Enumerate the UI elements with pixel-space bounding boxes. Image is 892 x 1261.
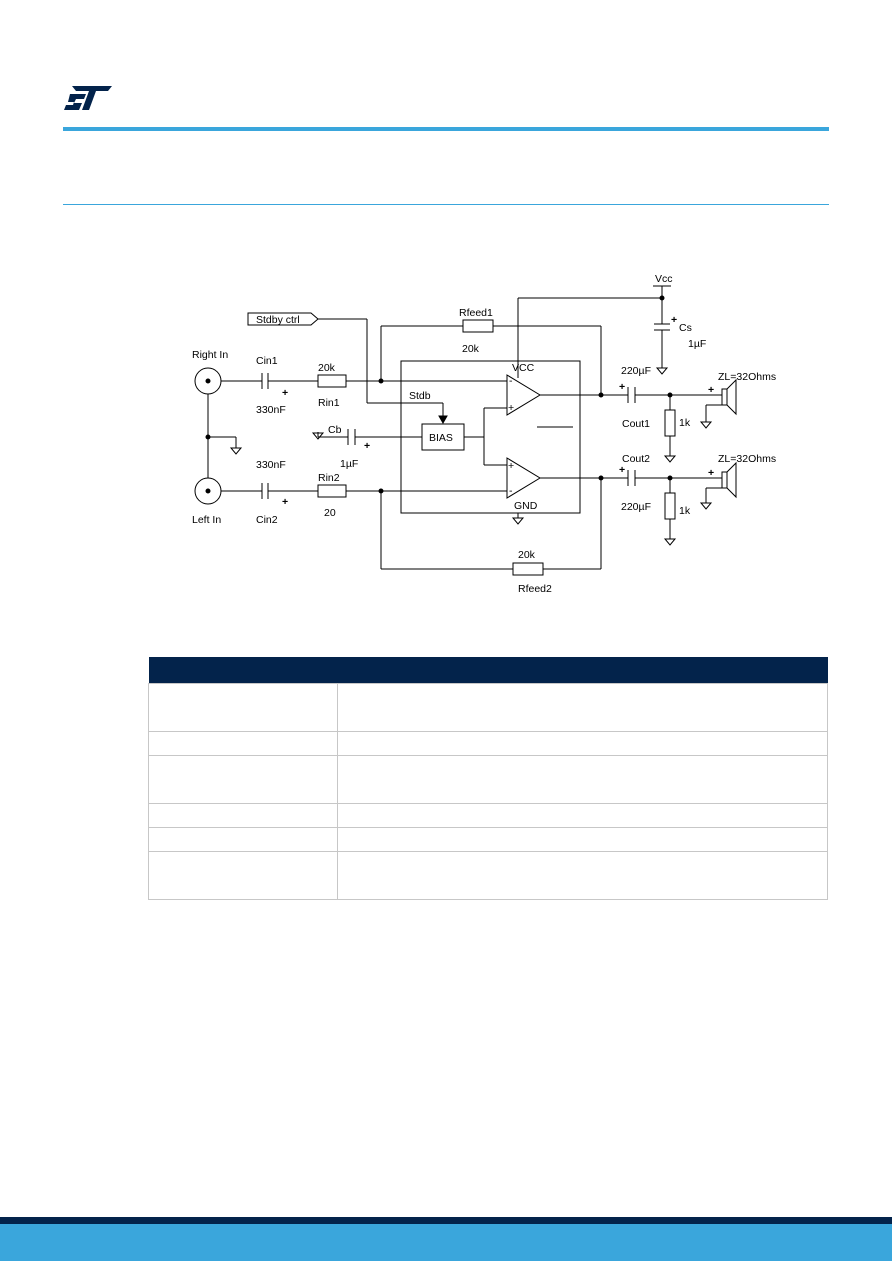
table-cell — [148, 683, 338, 732]
opamp-bottom-minus: - — [509, 485, 513, 497]
opamp-bottom — [506, 457, 541, 499]
opamp-bottom-plus: + — [508, 460, 514, 472]
table-header-row — [148, 657, 828, 684]
opamp-top-minus: - — [509, 375, 513, 387]
opamp-top — [506, 374, 541, 416]
plus-cb: + — [364, 440, 370, 452]
label-r1k-bottom: 1k — [679, 505, 691, 517]
plus-spk1: + — [708, 384, 714, 396]
label-vcc-pin: VCC — [512, 362, 535, 374]
footer-stripe — [0, 1217, 892, 1224]
plus-cin1: + — [282, 387, 288, 399]
label-stdby-ctrl: Stdby ctrl — [256, 314, 300, 326]
table-cell — [337, 731, 828, 756]
label-zl2: ZL=32Ohms — [718, 453, 776, 465]
table-header-cell — [148, 657, 338, 684]
table-row — [148, 851, 828, 900]
label-cout2: Cout2 — [622, 453, 650, 465]
table-row — [148, 731, 828, 756]
label-left-in: Left In — [192, 514, 221, 526]
table-cell — [337, 851, 828, 900]
table-row — [148, 683, 828, 732]
label-rfeed1: Rfeed1 — [459, 307, 493, 319]
info-table — [148, 657, 828, 900]
table-cell — [337, 755, 828, 804]
r1k-bottom — [664, 492, 676, 520]
plus-cin2: + — [282, 496, 288, 508]
plus-spk2: + — [708, 467, 714, 479]
table-cell — [337, 827, 828, 852]
label-cout1: Cout1 — [622, 418, 650, 430]
table-cell — [337, 803, 828, 828]
table-cell — [148, 755, 338, 804]
plus-cs: + — [671, 314, 677, 326]
rin1-resistor — [317, 374, 347, 388]
label-bias: BIAS — [429, 432, 453, 444]
label-gnd: GND — [514, 500, 538, 512]
table-row — [148, 803, 828, 828]
label-cin2-value: 330nF — [256, 459, 286, 471]
label-vcc: Vcc — [655, 273, 673, 285]
chip-box — [400, 360, 581, 514]
label-cout1-cap: 220µF — [621, 365, 651, 377]
table-row — [148, 827, 828, 852]
table-header-cell — [337, 657, 828, 684]
label-cb: Cb — [328, 424, 342, 436]
label-rin1-value: 20k — [318, 362, 336, 374]
table-cell — [148, 851, 338, 900]
label-cout2-cap: 220µF — [621, 501, 651, 513]
label-right-in: Right In — [192, 349, 228, 361]
plus-cout1: + — [619, 381, 625, 393]
label-zl1: ZL=32Ohms — [718, 371, 776, 383]
footer-band — [0, 1224, 892, 1261]
rin2-resistor — [317, 484, 347, 498]
rfeed2-resistor — [512, 562, 544, 576]
table-cell — [148, 803, 338, 828]
header-rule — [63, 127, 829, 131]
amplifier-schematic: Right In Left In Cin1 330nF 330nF Cin2 2… — [192, 273, 776, 595]
plus-cout2: + — [619, 464, 625, 476]
label-cin1: Cin1 — [256, 355, 278, 367]
section-rule — [63, 204, 829, 205]
table-row — [148, 755, 828, 804]
r1k-top — [664, 409, 676, 437]
label-cs-value: 1µF — [688, 338, 706, 350]
stdby-ctrl-pin — [247, 312, 319, 326]
label-cs: Cs — [679, 322, 692, 334]
st-logo-icon — [64, 86, 112, 110]
label-rin2-value: 20 — [324, 507, 336, 519]
label-r1k-top: 1k — [679, 417, 691, 429]
opamp-top-plus: + — [508, 402, 514, 414]
speaker1 — [721, 388, 728, 406]
table-cell — [148, 731, 338, 756]
label-rin1: Rin1 — [318, 397, 340, 409]
table-cell — [148, 827, 338, 852]
table-cell — [337, 683, 828, 732]
rfeed1-resistor — [462, 319, 494, 333]
label-cin1-value: 330nF — [256, 404, 286, 416]
label-cin2: Cin2 — [256, 514, 278, 526]
label-rfeed2-value: 20k — [518, 549, 536, 561]
label-rfeed1-value: 20k — [462, 343, 480, 355]
label-rfeed2: Rfeed2 — [518, 583, 552, 595]
label-stdb: Stdb — [409, 390, 431, 402]
label-cb-value: 1µF — [340, 458, 358, 470]
label-rin2: Rin2 — [318, 472, 340, 484]
speaker2 — [721, 471, 728, 489]
